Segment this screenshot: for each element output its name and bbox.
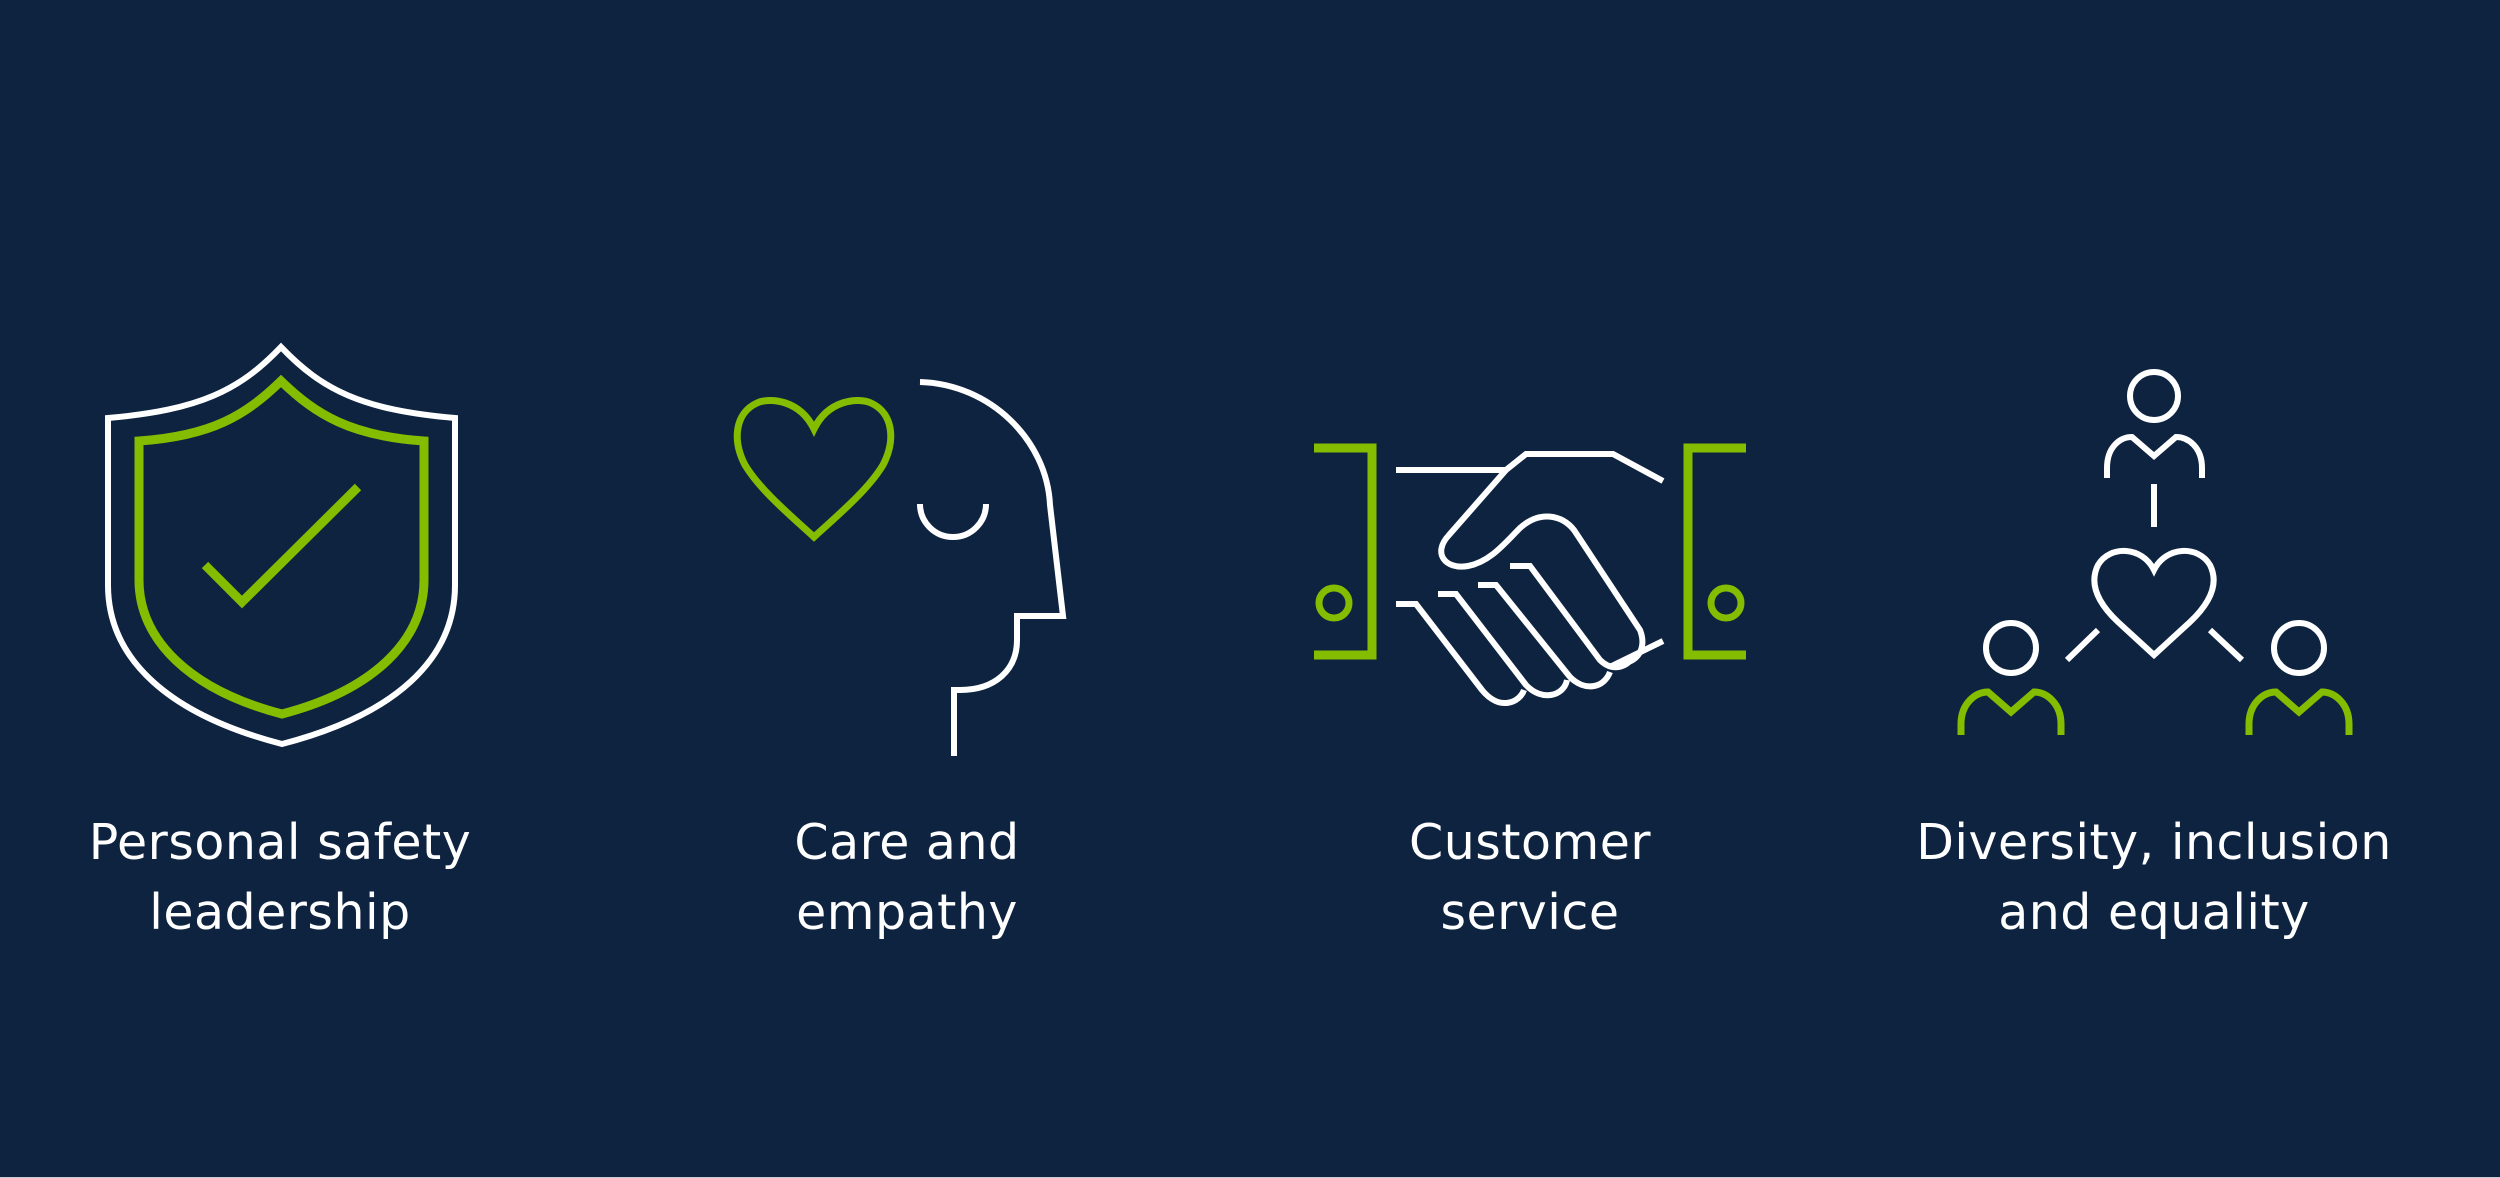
value-label-personal-safety: Personal safety leadership [0,808,580,948]
people-heart-network-icon [1957,369,2353,735]
head-heart-icon [733,379,1067,756]
value-label-customer-service: Customer service [1230,808,1830,948]
label-line-2: and equality [1998,884,2310,941]
label-line-1: Customer [1408,814,1651,871]
label-line-1: Diversity, inclusion [1916,814,2392,871]
value-label-diversity: Diversity, inclusion and equality [1854,808,2454,948]
label-line-2: empathy [796,884,1018,941]
shield-check-icon [105,342,458,748]
value-label-care-empathy: Care and empathy [607,808,1207,948]
label-line-1: Personal safety [88,814,472,871]
handshake-icon [1314,443,1746,706]
label-line-2: service [1440,884,1620,941]
label-line-1: Care and [794,814,1020,871]
label-line-2: leadership [149,884,411,941]
